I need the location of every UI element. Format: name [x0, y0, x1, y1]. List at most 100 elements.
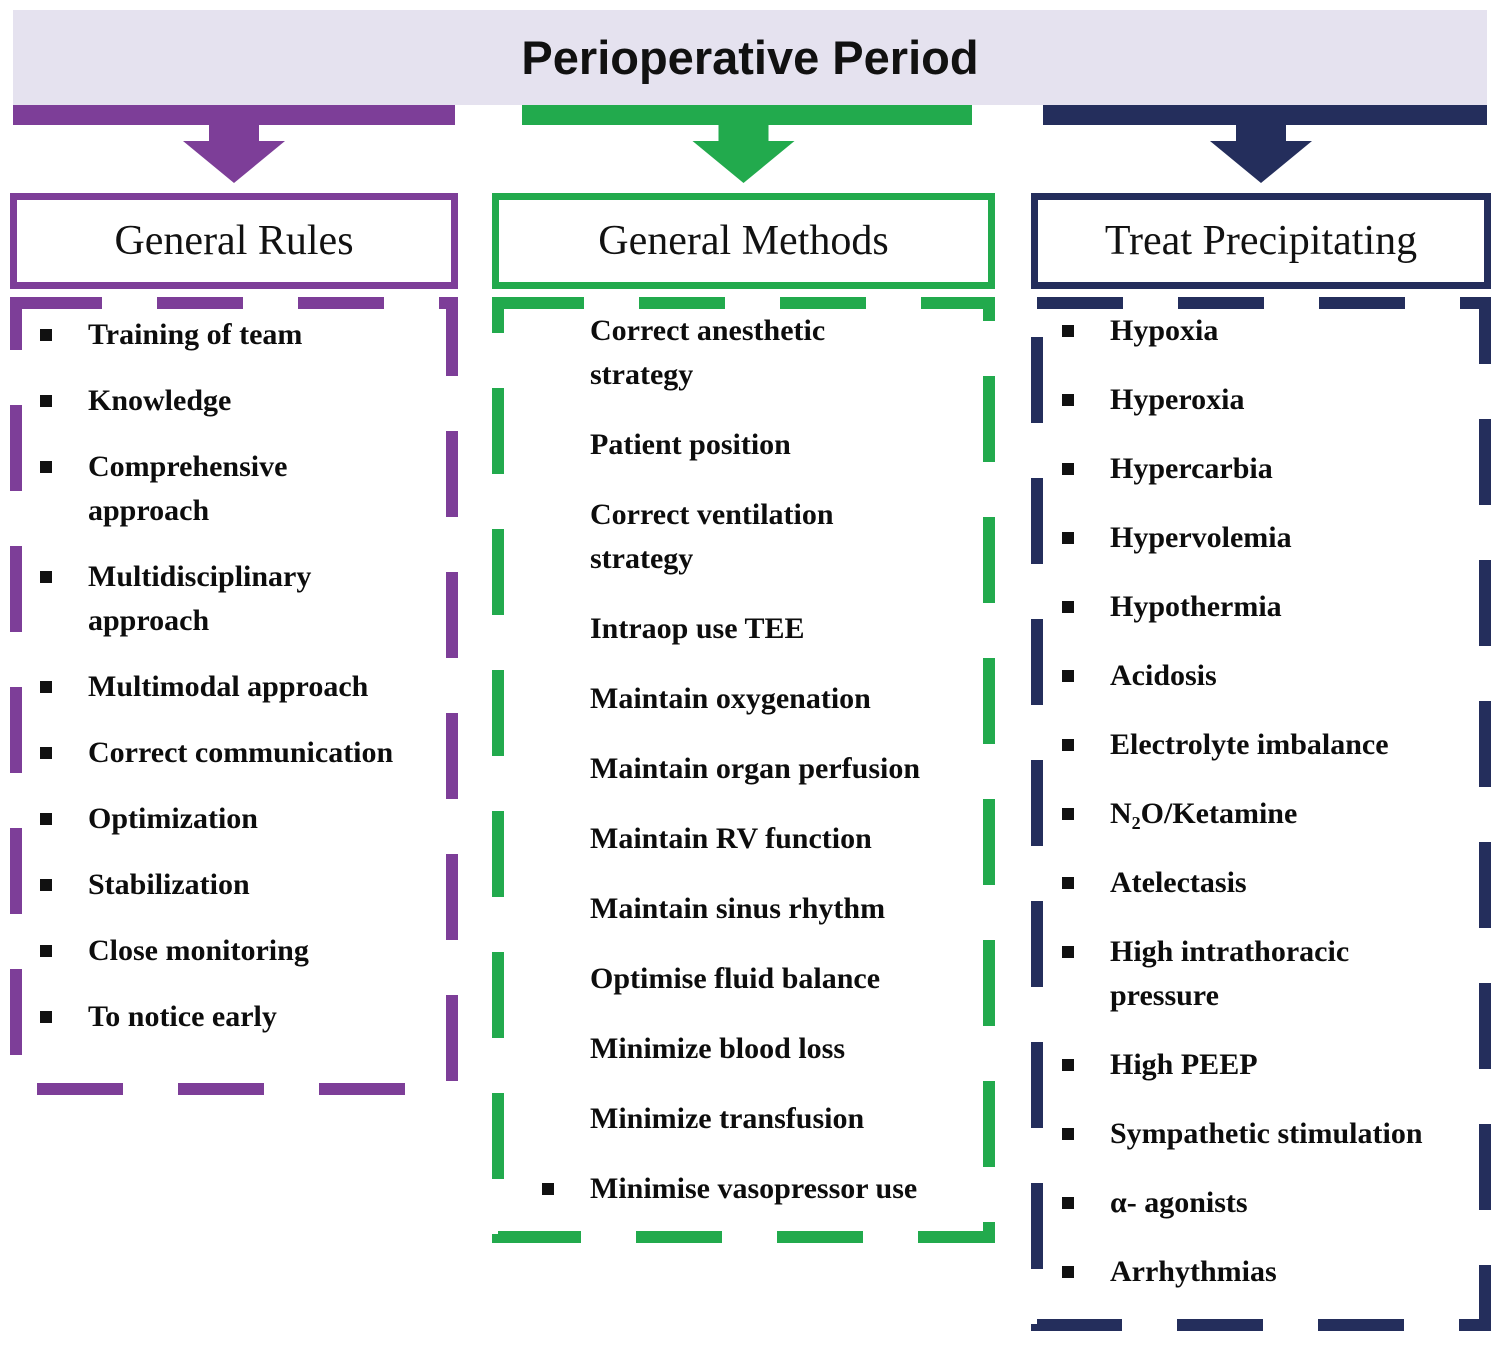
list-item-text: Optimization — [88, 802, 258, 835]
list-item: Minimise vasopressor use — [542, 1167, 985, 1211]
list-item-text: Maintain oxygenation — [590, 682, 871, 715]
list-item-text: Optimise fluid balance — [590, 962, 881, 995]
list-item: α- agonists — [1062, 1181, 1481, 1225]
list-item: Atelectasis — [1062, 861, 1481, 905]
list-item: Training of team — [40, 313, 448, 357]
list-item: Patient position — [590, 423, 985, 467]
list-item: Correct anesthetic strategy — [590, 309, 985, 397]
list-item: High intrathoracic pressure — [1062, 930, 1481, 1018]
list-item-text: Atelectasis — [1110, 866, 1247, 899]
list-item-text: Electrolyte imbalance — [1110, 728, 1389, 761]
list-item: Arrhythmias — [1062, 1250, 1481, 1294]
list-item-text: Patient position — [590, 428, 791, 461]
bullet-square-icon — [40, 461, 52, 473]
list-item: Optimise fluid balance — [590, 957, 985, 1001]
list-item-text: Arrhythmias — [1110, 1255, 1277, 1288]
banner: Perioperative Period — [13, 10, 1487, 105]
list-item-text: High PEEP — [1110, 1048, 1258, 1081]
list-item-text: Knowledge — [88, 384, 232, 417]
banner-title: Perioperative Period — [521, 31, 979, 84]
bullet-square-icon — [1062, 670, 1074, 682]
list-item: Optimization — [40, 797, 448, 841]
list-item-text: Maintain organ perfusion — [590, 752, 921, 785]
bullet-square-icon — [542, 1183, 554, 1195]
list-item-text: Correct ventilation strategy — [590, 498, 834, 575]
bullet-square-icon — [40, 395, 52, 407]
list-item-text: Close monitoring — [88, 934, 309, 967]
bullet-square-icon — [1062, 463, 1074, 475]
list-item-text: Stabilization — [88, 868, 250, 901]
bullet-square-icon — [1062, 1059, 1074, 1071]
down-arrow-icon — [13, 105, 455, 183]
list-item-text: Correct anesthetic strategy — [590, 314, 826, 391]
list-item-text: To notice early — [88, 1000, 277, 1033]
list-item-text: Maintain sinus rhythm — [590, 892, 886, 925]
dashed-border — [10, 297, 458, 1095]
list-item: Close monitoring — [40, 929, 448, 973]
bullet-square-icon — [1062, 1128, 1074, 1140]
list-item-text: Maintain RV function — [590, 822, 872, 855]
bullet-square-icon — [1062, 1266, 1074, 1278]
list-item: Hyperoxia — [1062, 378, 1481, 422]
list-item: To notice early — [40, 995, 448, 1039]
bullet-square-icon — [1062, 808, 1074, 820]
dashed-border — [1031, 297, 1491, 1331]
list-item-text: Hyperoxia — [1110, 383, 1245, 416]
bullet-square-icon — [40, 879, 52, 891]
list-item-text: Correct communication — [88, 736, 394, 769]
bullet-square-icon — [40, 1011, 52, 1023]
list-item: High PEEP — [1062, 1043, 1481, 1087]
list-item: N₂O/Ketamine — [1062, 792, 1481, 836]
column-title: Treat Precipitating — [1104, 218, 1418, 264]
list-item-text: Acidosis — [1110, 659, 1217, 692]
bullet-square-icon — [40, 747, 52, 759]
list-item-text: Training of team — [88, 318, 303, 351]
list-item-text: Multidisciplinary approach — [88, 560, 312, 637]
list-item: Multidisciplinary approach — [40, 555, 448, 643]
bullet-square-icon — [1062, 532, 1074, 544]
list-item-text: Minimize blood loss — [590, 1032, 846, 1065]
column-header-treat-precipitating: Treat Precipitating — [1031, 193, 1491, 289]
list-item: Comprehensive approach — [40, 445, 448, 533]
list-item: Maintain sinus rhythm — [590, 887, 985, 931]
bullet-square-icon — [1062, 394, 1074, 406]
column-header-general-rules: General Rules — [10, 193, 458, 289]
list-item: Sympathetic stimulation — [1062, 1112, 1481, 1156]
list-item: Minimize transfusion — [590, 1097, 985, 1141]
list-item-text: Intraop use TEE — [590, 612, 805, 645]
list-item: Electrolyte imbalance — [1062, 723, 1481, 767]
list-item-text: Hypoxia — [1110, 314, 1219, 347]
column-title: General Methods — [598, 218, 889, 264]
list-item: Intraop use TEE — [590, 607, 985, 651]
list-item: Hypothermia — [1062, 585, 1481, 629]
list-item: Stabilization — [40, 863, 448, 907]
list-item: Maintain oxygenation — [590, 677, 985, 721]
bullet-square-icon — [1062, 325, 1074, 337]
column-header-general-methods: General Methods — [492, 193, 995, 289]
down-arrow-icon — [1043, 105, 1487, 183]
list-item: Hypercarbia — [1062, 447, 1481, 491]
bullet-square-icon — [40, 945, 52, 957]
list-item-text: Multimodal approach — [88, 670, 369, 703]
list-item: Maintain RV function — [590, 817, 985, 861]
list-item: Correct communication — [40, 731, 448, 775]
list-item-text: α- agonists — [1110, 1186, 1248, 1219]
bullet-square-icon — [1062, 601, 1074, 613]
list-item: Hypoxia — [1062, 309, 1481, 353]
list-item-text: Hypercarbia — [1110, 452, 1273, 485]
list-item: Correct ventilation strategy — [590, 493, 985, 581]
list-item: Knowledge — [40, 379, 448, 423]
list-item-text: High intrathoracic pressure — [1110, 935, 1350, 1012]
list-item-text: N₂O/Ketamine — [1110, 797, 1298, 830]
bullet-square-icon — [1062, 1197, 1074, 1209]
list-item: Hypervolemia — [1062, 516, 1481, 560]
column-title: General Rules — [114, 218, 354, 264]
list-item-text: Hypervolemia — [1110, 521, 1292, 554]
bullet-square-icon — [40, 571, 52, 583]
